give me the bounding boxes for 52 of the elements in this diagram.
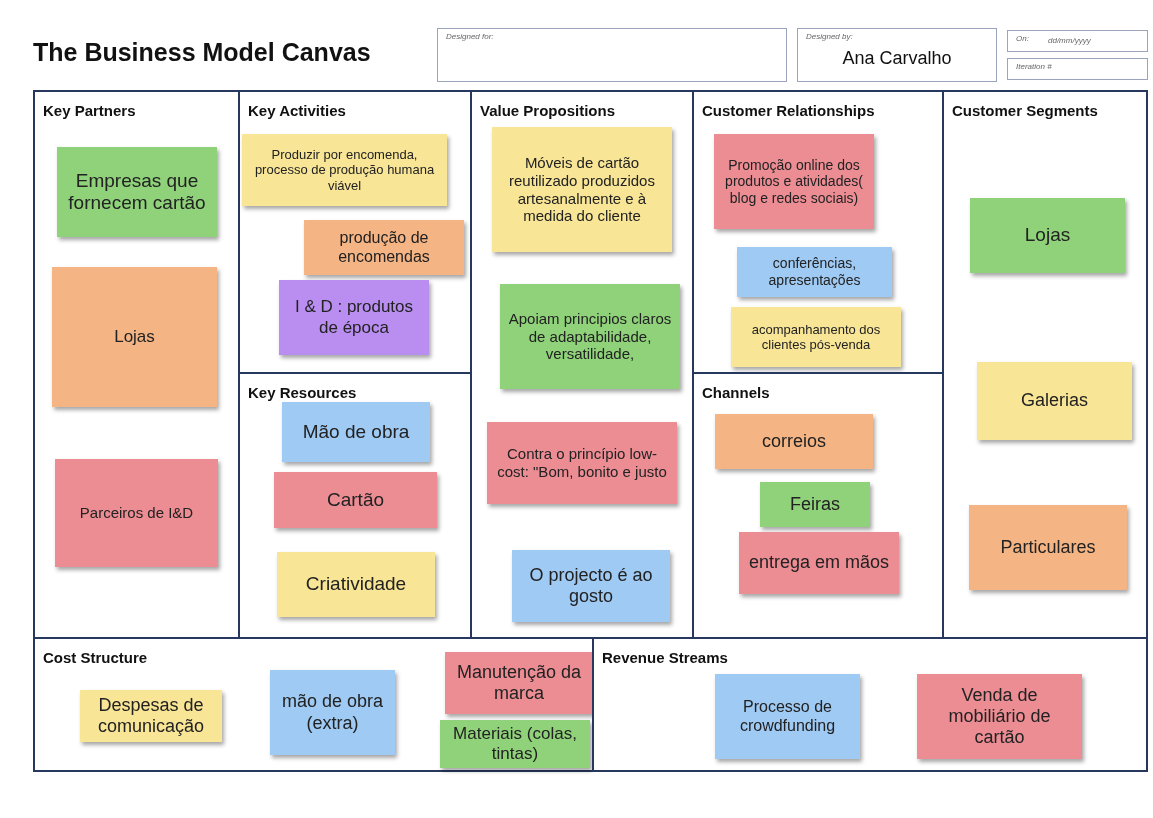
section-heading: Key Activities <box>248 102 346 119</box>
header-field <box>437 28 787 82</box>
field-label: Designed by: <box>806 32 853 41</box>
canvas-section <box>592 637 1148 772</box>
canvas-section <box>33 90 240 639</box>
section-heading: Customer Relationships <box>702 102 875 119</box>
header-field <box>797 28 997 82</box>
section-heading: Revenue Streams <box>602 649 728 666</box>
sticky-note: Processo de crowdfunding <box>715 674 860 759</box>
sticky-note: Produzir por encomenda, processo de produção humana viável <box>242 134 447 206</box>
sticky-note: Parceiros de I&D <box>55 459 218 567</box>
sticky-note: Promoção online dos produtos e atividades( blog e redes sociais) <box>714 134 874 229</box>
sticky-note: Despesas de comunicação <box>80 690 222 742</box>
sticky-note: Feiras <box>760 482 870 527</box>
sticky-note: Empresas que fornecem cartão <box>57 147 217 237</box>
sticky-note: Móveis de cartão reutilizado produzidos artesanalmente e à medida do cliente <box>492 127 672 252</box>
canvas-section <box>942 90 1148 639</box>
sticky-note: Criatividade <box>277 552 435 617</box>
sticky-note: O projecto é ao gosto <box>512 550 670 622</box>
field-value: dd/mm/yyyy <box>1048 36 1091 45</box>
sticky-note: I & D : produtos de época <box>279 280 429 355</box>
sticky-note: Lojas <box>970 198 1125 273</box>
sticky-note: correios <box>715 414 873 469</box>
sticky-note: Materiais (colas, tintas) <box>440 720 590 768</box>
sticky-note: acompanhamento dos clientes pós-venda <box>731 307 901 367</box>
sticky-note: Particulares <box>969 505 1127 590</box>
sticky-note: Manutenção da marca <box>445 652 593 714</box>
field-value: Ana Carvalho <box>841 48 953 69</box>
header-field <box>1007 58 1148 80</box>
sticky-note: Contra o princípio low-cost: "Bom, bonito e justo <box>487 422 677 504</box>
header-field <box>1007 30 1148 52</box>
section-heading: Key Resources <box>248 384 357 401</box>
canvas-title: The Business Model Canvas <box>33 38 371 67</box>
sticky-note: Mão de obra <box>282 402 430 462</box>
sticky-note: Galerias <box>977 362 1132 440</box>
field-label: Iteration # <box>1016 62 1052 71</box>
canvas-section <box>33 637 594 772</box>
sticky-note: Lojas <box>52 267 217 407</box>
section-heading: Channels <box>702 384 770 401</box>
sticky-note: conferências, apresentações <box>737 247 892 297</box>
section-heading: Value Propositions <box>480 102 616 119</box>
sticky-note: produção de encomendas <box>304 220 464 275</box>
section-heading: Customer Segments <box>952 102 1098 119</box>
sticky-note: Venda de mobiliário de cartão <box>917 674 1082 759</box>
field-label: Designed for: <box>446 32 494 41</box>
sticky-note: Apoiam principios claros de adaptabilidade, versatilidade, <box>500 284 680 389</box>
sticky-note: Cartão <box>274 472 437 528</box>
section-heading: Cost Structure <box>43 649 148 666</box>
sticky-note: mão de obra (extra) <box>270 670 395 755</box>
field-label: On: <box>1016 34 1029 43</box>
sticky-note: entrega em mãos <box>739 532 899 594</box>
section-heading: Key Partners <box>43 102 136 119</box>
